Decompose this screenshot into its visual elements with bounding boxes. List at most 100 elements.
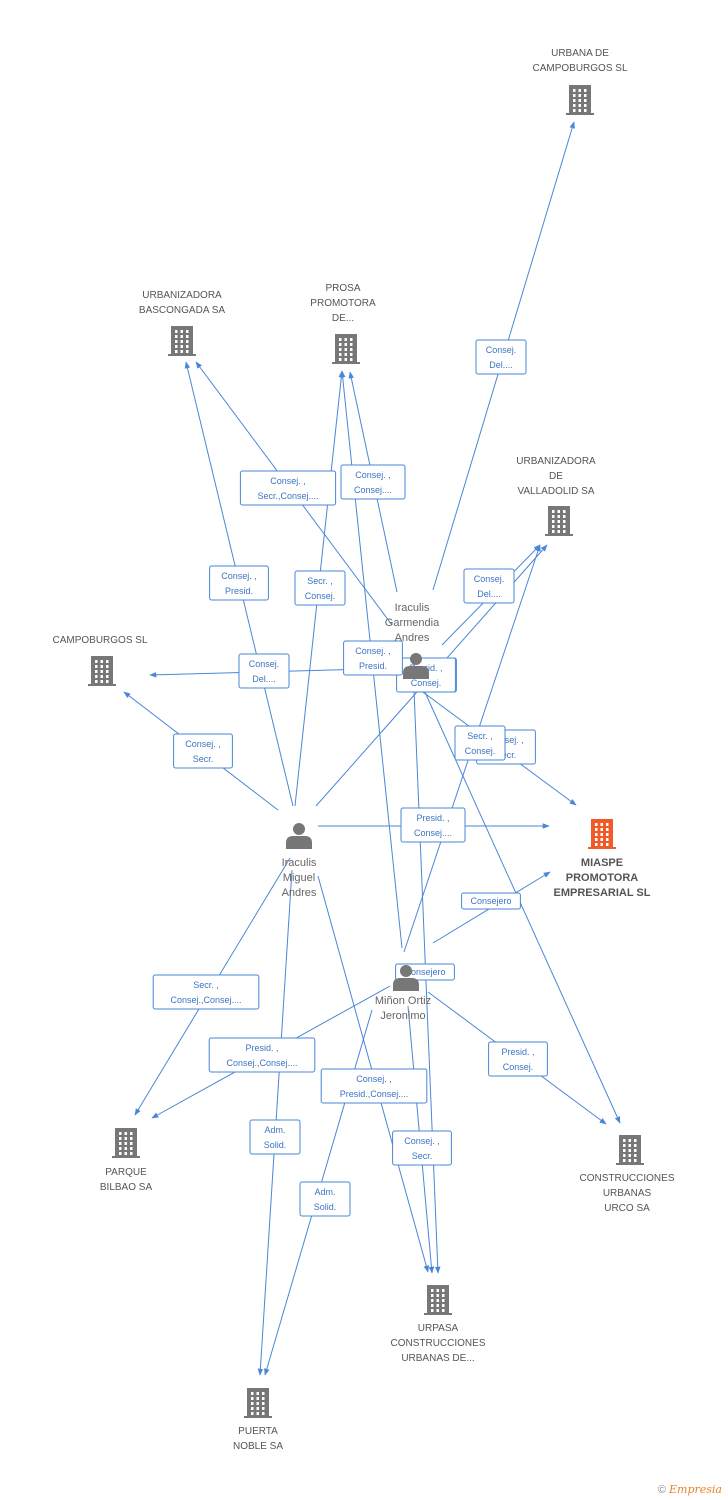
edge-garmendia-to-urpasa [413, 689, 441, 1274]
person-icon [393, 965, 419, 991]
edge-label-text: Presid.,Consej.... [340, 1089, 409, 1099]
company-node-miaspe[interactable]: MIASPE PROMOTORA EMPRESARIAL SL [554, 819, 651, 899]
edge-label-garmendia-to-urbana[interactable]: Consej. Del.... [475, 339, 527, 375]
edge-label-text: Consej. [486, 345, 517, 355]
edge-label-text: Secr. [496, 750, 517, 760]
edge-label-text: Del.... [252, 674, 276, 684]
edge-label-minon-to-parque[interactable]: Presid. ,Consej.,Consej.... [208, 1037, 316, 1073]
edge-label-box [209, 565, 269, 601]
edge-label-text: Consejero [404, 967, 445, 977]
edge-label-miguel-to-campo[interactable]: Consej. ,Secr. [173, 733, 233, 769]
edge-label-miguel-to-miaspe[interactable]: Presid. ,Consej.... [400, 807, 466, 843]
edge-label-text: Consejero [470, 896, 511, 906]
edge-label-text: Consej. , [404, 1136, 440, 1146]
edge-label-text: Consej. [411, 678, 442, 688]
edge-label-box [238, 653, 290, 689]
edge-label-text: Del.... [477, 589, 501, 599]
edge-labels-layer: Consej.Del....Consej. ,Secr.,Consej....C… [152, 339, 548, 1217]
edge-label-text: Presid. , [245, 1043, 278, 1053]
edge-label-minon-to-prosa[interactable]: Consej. ,Presid. [343, 640, 403, 676]
edge-label-box [320, 1068, 428, 1104]
person-label: Garmendia [385, 617, 440, 629]
edge-label-text: Presid. , [416, 813, 449, 823]
edge-label-text: Consej. [305, 591, 336, 601]
edge-label-minon-to-urpasa[interactable]: Consej. ,Secr. [392, 1130, 452, 1166]
edge-label-text: Consej. , [270, 476, 306, 486]
company-label: PROSA [325, 283, 360, 294]
person-label: Miguel [283, 872, 315, 884]
company-label: BASCONGADA SA [139, 305, 225, 316]
company-label: NOBLE SA [233, 1441, 283, 1452]
company-node-prosa[interactable]: PROSAPROMOTORADE... [310, 283, 376, 364]
edge-label-text: Del.... [489, 360, 513, 370]
company-node-campo[interactable]: CAMPOBURGOS SL [52, 635, 148, 686]
edge-label-minon-to-puerta[interactable]: Adm.Solid. [299, 1181, 351, 1217]
edge-label-minon-to-miaspe[interactable]: Consejero [461, 892, 521, 910]
edge-label-miguel-to-puerta[interactable]: Adm.Solid. [249, 1119, 301, 1155]
company-label: MIASPE [581, 857, 623, 869]
edge-label-text: Secr. , [307, 576, 333, 586]
building-icon [545, 506, 573, 536]
edge-label-box [461, 892, 521, 910]
empresia-logo[interactable]: Empresia [669, 1483, 722, 1496]
edge-label-text: Consej.,Consej.... [170, 995, 241, 1005]
edge-label-garmendia-to-campo[interactable]: Consej.Del.... [238, 653, 290, 689]
building-icon [616, 1135, 644, 1165]
edge-label-text: Consej. [465, 746, 496, 756]
edge-label-box [488, 1041, 548, 1077]
company-label: URPASA [418, 1323, 459, 1334]
company-label: BILBAO SA [100, 1182, 153, 1193]
edge-label-box [152, 974, 260, 1010]
edge-label-garmendia-to-vall[interactable]: Consej.Del.... [463, 568, 515, 604]
copyright-symbol: © [657, 1484, 666, 1496]
company-label: PROMOTORA [566, 872, 639, 884]
company-label: URBANA DE [551, 48, 609, 59]
company-label: DE... [332, 313, 354, 324]
edge-label-miguel-to-basc[interactable]: Consej. ,Presid. [209, 565, 269, 601]
edge-label-miguel-to-urpasa[interactable]: Consej. , Presid.,Consej.... [320, 1068, 428, 1104]
edge-label-box [239, 470, 337, 506]
company-label: URBANAS [603, 1188, 652, 1199]
building-icon [566, 85, 594, 115]
edge-label-minon-to-urco[interactable]: Presid. ,Consej. [488, 1041, 548, 1077]
edge-label-box [299, 1181, 351, 1217]
company-label: URBANIZADORA [516, 456, 596, 467]
edge-label-box [294, 570, 346, 606]
footer: © Empresia [658, 1483, 722, 1496]
edge-label-miguel-to-parque[interactable]: Secr. , Consej.,Consej.... [152, 974, 260, 1010]
edge-label-text: Consej. , [356, 1074, 392, 1084]
company-label: URBANAS DE... [401, 1353, 474, 1364]
person-label: Iraculis [395, 602, 430, 614]
company-label: EMPRESARIAL SL [554, 887, 651, 899]
edge-label-text: Secr. , [193, 980, 219, 990]
edge-label-text: Secr.,Consej.... [257, 491, 318, 501]
edge-label-box [475, 339, 527, 375]
edge-label-text: Consej.... [354, 485, 392, 495]
edge-label-garmendia-to-prosa[interactable]: Consej. ,Consej.... [340, 464, 406, 500]
edge-label-box [340, 464, 406, 500]
edge-label-text: Consej. [503, 1062, 534, 1072]
person-label: Andres [395, 632, 430, 644]
person-label: Jeronimo [380, 1010, 425, 1022]
person-label: Iraculis [282, 857, 317, 869]
edge-label-miguel-to-vall[interactable]: Secr. ,Consej. [454, 725, 506, 761]
person-icon [403, 653, 429, 679]
edge-label-garmendia-to-basc[interactable]: Consej. , Secr.,Consej.... [239, 470, 337, 506]
company-label: CONSTRUCCIONES [579, 1173, 674, 1184]
edge-label-text: Consej. , [221, 571, 257, 581]
edge-label-miguel-to-prosa[interactable]: Secr. , Consej. [294, 570, 346, 606]
building-icon [332, 334, 360, 364]
edge-label-text: Adm. [314, 1187, 335, 1197]
person-icon [286, 823, 312, 849]
